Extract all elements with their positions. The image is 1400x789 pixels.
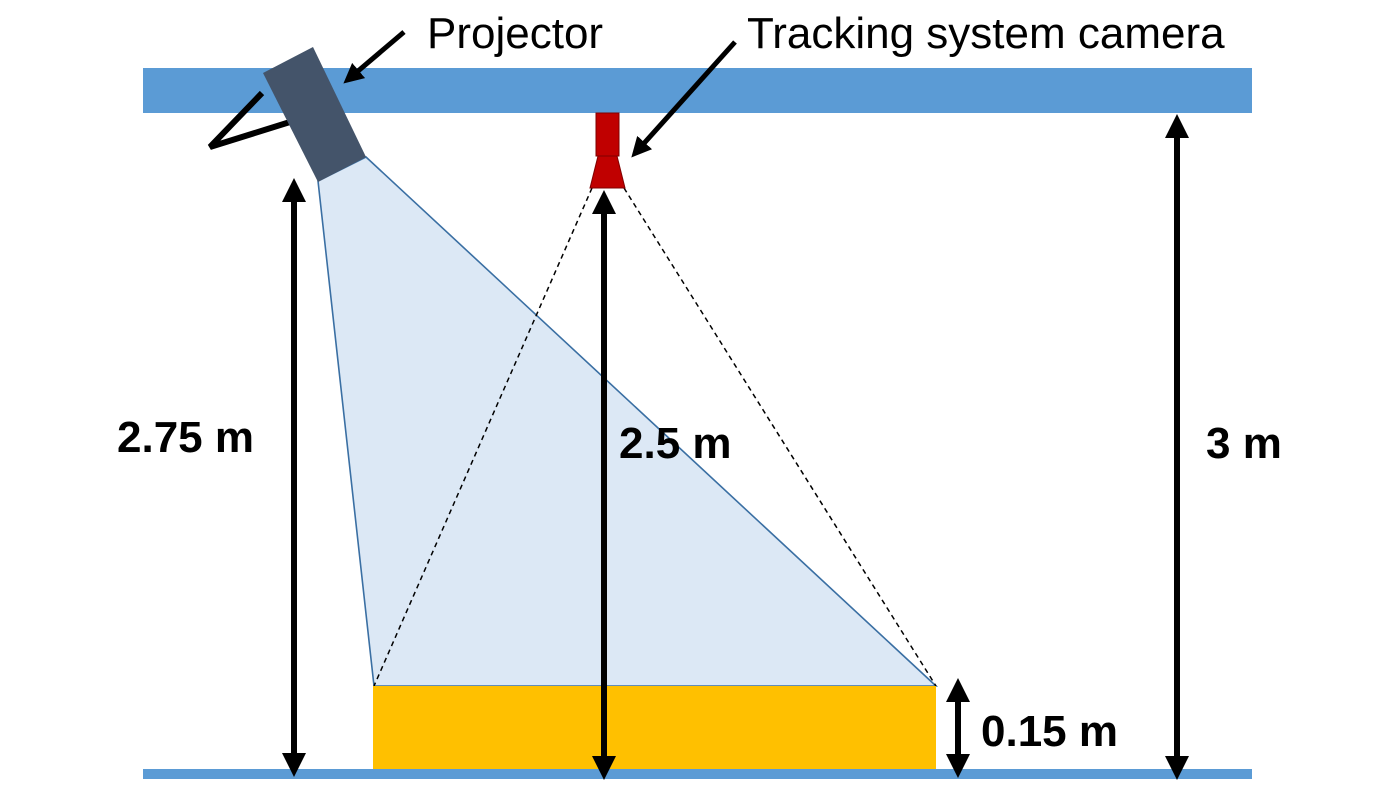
camera-fov-left [373, 187, 593, 687]
camera-fov-right [623, 187, 937, 687]
projector-body [263, 47, 366, 182]
camera-label: Tracking system camera [747, 9, 1225, 58]
floor-line [143, 769, 1252, 779]
projector-mount [207, 90, 291, 150]
camera-height-label: 2.5 m [619, 419, 732, 468]
tracking-camera [589, 112, 626, 189]
camera-callout-arrow [631, 40, 737, 158]
table-height-label: 0.15 m [981, 707, 1118, 756]
ceiling-height-label: 3 m [1206, 419, 1282, 468]
table-platform [373, 686, 936, 769]
projector-label: Projector [427, 9, 603, 58]
projector-height-label: 2.75 m [117, 413, 254, 462]
projector-callout-arrow [343, 30, 406, 84]
